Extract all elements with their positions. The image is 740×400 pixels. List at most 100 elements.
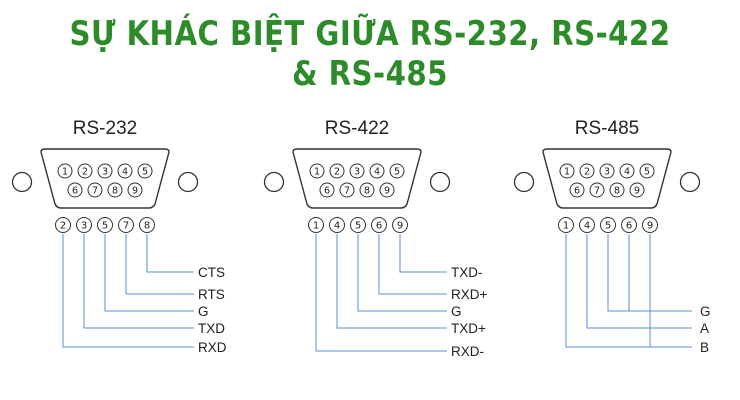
signal-label: TXD- — [451, 265, 483, 280]
signal-label: RXD- — [451, 344, 484, 359]
used-pin-number: 4 — [334, 221, 340, 232]
face-pin-number: 7 — [92, 185, 98, 196]
face-pin — [619, 163, 635, 179]
mount-hole-right — [177, 171, 199, 193]
wire — [378, 234, 447, 295]
face-pin — [77, 163, 93, 179]
face-pin — [359, 182, 375, 198]
face-pin — [589, 182, 605, 198]
signal-label: A — [700, 321, 709, 336]
face-pin — [107, 182, 123, 198]
used-pin — [371, 217, 387, 233]
face-pin-number: 4 — [122, 166, 128, 177]
face-pin — [349, 163, 365, 179]
wire — [125, 234, 194, 295]
face-pin — [599, 163, 615, 179]
used-pin — [392, 217, 408, 233]
used-pin — [621, 217, 637, 233]
signal-label: G — [700, 304, 711, 319]
face-pin — [379, 182, 395, 198]
face-pin — [309, 163, 325, 179]
face-pin-number: 5 — [142, 166, 148, 177]
mount-hole-right — [679, 171, 701, 193]
face-pin — [97, 163, 113, 179]
face-pin — [329, 163, 345, 179]
mount-hole-right — [429, 171, 451, 193]
face-pin-number: 6 — [574, 185, 580, 196]
used-pin — [329, 217, 345, 233]
signal-label: G — [198, 304, 209, 319]
page-title: SỰ KHÁC BIỆT GIỮA RS-232, RS-422 & RS-48… — [69, 14, 671, 94]
face-pin-number: 7 — [594, 185, 600, 196]
face-pin-number: 1 — [314, 166, 320, 177]
face-pin-number: 1 — [564, 166, 570, 177]
used-pin-number: 7 — [123, 221, 129, 232]
face-pin-number: 2 — [334, 166, 340, 177]
face-pin-number: 5 — [644, 166, 650, 177]
face-pin-number: 1 — [62, 166, 68, 177]
face-pin — [389, 163, 405, 179]
face-pin-number: 9 — [132, 185, 138, 196]
face-pin — [67, 182, 83, 198]
face-pin — [117, 163, 133, 179]
face-pin-number: 8 — [364, 185, 370, 196]
mount-hole-left — [11, 171, 33, 193]
signal-label: TXD — [198, 321, 225, 336]
signal-label: B — [700, 340, 709, 355]
used-pin-number: 5 — [102, 221, 108, 232]
used-pin-number: 1 — [563, 221, 569, 232]
wire — [336, 234, 447, 329]
face-pin-number: 8 — [112, 185, 118, 196]
used-pin-number: 6 — [376, 221, 382, 232]
wire — [83, 234, 194, 329]
used-pin-number: 8 — [144, 221, 150, 232]
face-pin-number: 2 — [82, 166, 88, 177]
used-pin — [600, 217, 616, 233]
connector-title: RS-485 — [575, 118, 639, 139]
used-pin-number: 1 — [313, 221, 319, 232]
used-pin-number: 9 — [397, 221, 403, 232]
signal-label: RXD — [198, 340, 227, 355]
connector-title: RS-232 — [73, 118, 137, 139]
used-pin-number: 3 — [81, 221, 87, 232]
signal-label: CTS — [198, 265, 225, 280]
used-pin — [308, 217, 324, 233]
face-pin-number: 9 — [634, 185, 640, 196]
wire — [146, 234, 194, 273]
face-pin — [137, 163, 153, 179]
used-pin-number: 4 — [584, 221, 590, 232]
signal-label: RXD+ — [451, 287, 488, 302]
used-pin-number: 6 — [626, 221, 632, 232]
wire — [315, 234, 447, 352]
face-pin-number: 2 — [584, 166, 590, 177]
face-pin-number: 6 — [324, 185, 330, 196]
used-pin — [642, 217, 658, 233]
face-pin-number: 4 — [374, 166, 380, 177]
face-pin-number: 6 — [72, 185, 78, 196]
signal-label: RTS — [198, 287, 225, 302]
face-pin — [609, 182, 625, 198]
used-pin — [139, 217, 155, 233]
used-pin — [579, 217, 595, 233]
used-pin-number: 5 — [355, 221, 361, 232]
face-pin-number: 5 — [394, 166, 400, 177]
connector-title: RS-422 — [325, 118, 389, 139]
wire — [399, 234, 447, 273]
face-pin — [319, 182, 335, 198]
wire — [62, 234, 194, 348]
face-pin — [569, 182, 585, 198]
face-pin-number: 7 — [344, 185, 350, 196]
signal-label: G — [451, 304, 462, 319]
mount-hole-left — [263, 171, 285, 193]
face-pin-number: 9 — [384, 185, 390, 196]
face-pin — [559, 163, 575, 179]
face-pin — [87, 182, 103, 198]
face-pin-number: 3 — [354, 166, 360, 177]
wire — [104, 234, 194, 312]
used-pin — [97, 217, 113, 233]
face-pin-number: 3 — [604, 166, 610, 177]
